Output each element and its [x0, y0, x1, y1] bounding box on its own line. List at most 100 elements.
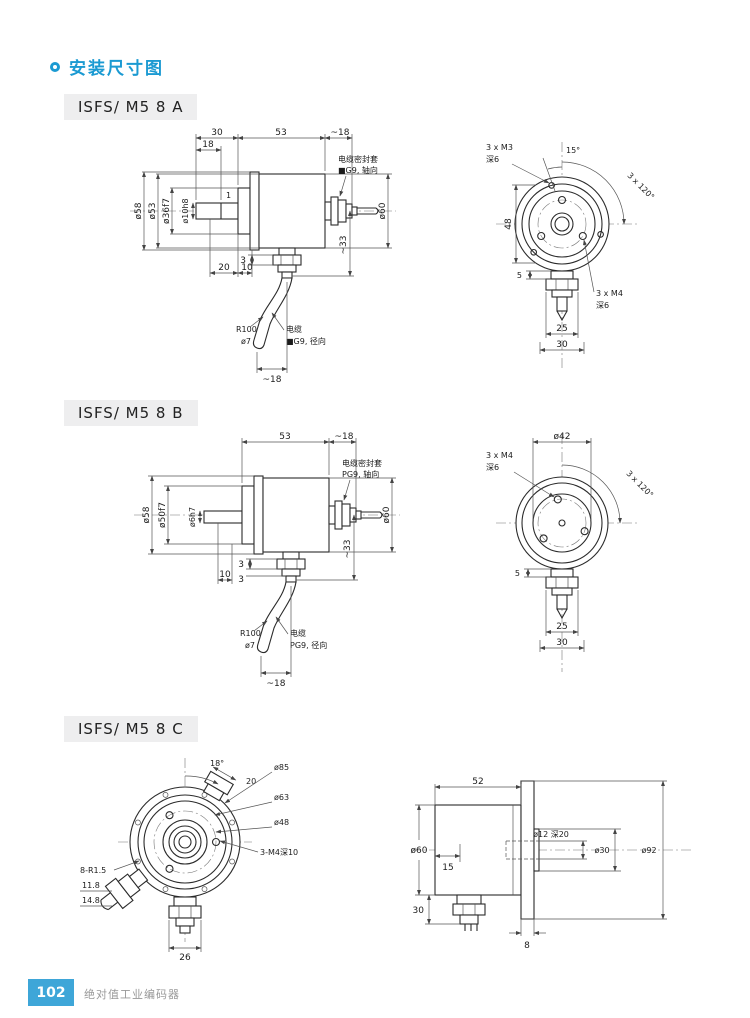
- dim-30: 30: [556, 638, 568, 648]
- dim-25: 25: [556, 324, 567, 334]
- encoder-a-body: [195, 171, 326, 251]
- label-cable-2: ■G9, 径向: [286, 336, 326, 346]
- drawing-a-front: 3 x M3 深6 15° 3 x 120° 48 5 3 x M4 深6 25…: [486, 142, 656, 368]
- dim-shaft: ø6h7: [188, 507, 197, 527]
- label-3x120: 3 x 120°: [625, 171, 656, 202]
- dim-33: ~33: [343, 540, 353, 559]
- dim-dia12-depth20: ø12 深20: [533, 830, 569, 839]
- label-seal-2: ■G9, 轴向: [338, 165, 378, 175]
- dim-26: 26: [179, 953, 191, 963]
- encoder-c-face: [129, 786, 241, 898]
- encoder-c-body: [434, 780, 540, 920]
- label-cable-1: 电缆: [290, 628, 306, 638]
- label-seal-2: PG9, 轴向: [342, 469, 379, 479]
- dim-1: 1: [226, 191, 231, 200]
- dim-shaft: ø10h8: [181, 198, 190, 223]
- label-3x120: 3 x 120°: [624, 469, 655, 500]
- section-a-label: ISFS/ M5 8 A: [64, 94, 198, 120]
- drawing-c-front: 18° 20 ø85 ø63 ø48 3-M4深10 8-R1.5 11.8 1…: [80, 758, 298, 963]
- label-r100: R100: [236, 325, 257, 334]
- dim-dia60: ø60: [382, 506, 392, 523]
- dim-18-bottom: ~18: [263, 375, 282, 385]
- encoder-b-body: [203, 475, 330, 555]
- dim-53: 53: [279, 432, 290, 442]
- dim-18-top: ~18: [335, 432, 354, 442]
- label-dia48: ø48: [274, 818, 289, 827]
- dim-3a: 3: [238, 560, 244, 570]
- dim-dia53: ø53: [148, 203, 158, 220]
- drawing-c-side: 52 ø60 15 30 8 ø12 深20 ø30 ø92: [411, 777, 691, 951]
- dim-11-8: 11.8: [82, 881, 100, 890]
- label-3xm3: 3 x M3: [486, 143, 513, 152]
- dim-18-top: ~18: [331, 128, 350, 138]
- page-number-badge: 102: [28, 979, 74, 1006]
- drawing-b-side: 53 ~18 ø6h7 ø58 ø50f7 ø60 10 3 3 ~33 电缆密…: [134, 432, 400, 689]
- label-seal-1: 电缆密封套: [342, 458, 382, 468]
- top-connector-stub: [202, 766, 237, 802]
- dim-10: 10: [219, 570, 231, 580]
- dim-18-bottom: ~18: [267, 679, 286, 689]
- label-3-m4: 3-M4深10: [260, 848, 298, 857]
- label-cable-2: PG9, 径向: [290, 640, 327, 650]
- dim-dia36: ø36f7: [162, 198, 172, 224]
- label-r100: R100: [240, 629, 261, 638]
- encoder-b-face: [515, 476, 609, 570]
- dim-dia92: ø92: [641, 846, 656, 855]
- bullet-circle-icon: [50, 61, 60, 72]
- dim-30-front: 30: [556, 340, 568, 350]
- dim-5: 5: [515, 569, 520, 578]
- footer-text: 绝对值工业编码器: [84, 988, 180, 1001]
- dim-53: 53: [275, 128, 286, 138]
- drawing-a-side: 30 53 ~18 18 1 ø10h8 ø58 ø53 ø36f7 ø60 2…: [130, 128, 396, 385]
- dim-3b: 3: [238, 575, 244, 585]
- dim-25: 25: [556, 622, 567, 632]
- label-dia7: ø7: [245, 641, 255, 650]
- bottom-connector: [452, 894, 486, 931]
- label-3xm4: 3 x M4: [486, 451, 513, 460]
- dim-30: 30: [211, 128, 223, 138]
- label-depth6: 深6: [486, 463, 499, 472]
- dim-dia60: ø60: [378, 202, 388, 219]
- dim-dia50: ø50f7: [158, 502, 168, 528]
- dim-dia58: ø58: [134, 202, 144, 219]
- label-cable-1: 电缆: [286, 324, 302, 334]
- cable-gland-stub: [100, 868, 149, 911]
- label-18deg: 18°: [210, 759, 224, 768]
- encoder-a-face: [514, 176, 610, 272]
- dim-48: 48: [504, 218, 514, 230]
- dim-18: 18: [202, 140, 214, 150]
- dim-14-8: 14.8: [82, 896, 100, 905]
- dim-dia60: ø60: [411, 846, 428, 856]
- label-depth6b: 深6: [596, 301, 609, 310]
- dim-3: 3: [240, 256, 246, 266]
- bottom-shaft-gland: [545, 568, 579, 620]
- dim-8: 8: [524, 941, 530, 951]
- dim-20: 20: [218, 263, 230, 273]
- label-dia85: ø85: [274, 763, 289, 772]
- dim-52: 52: [472, 777, 483, 787]
- label-seal-1: 电缆密封套: [338, 154, 378, 164]
- page-title-row: 安装尺寸图: [50, 54, 164, 79]
- dim-dia42: ø42: [554, 432, 571, 442]
- axial-cable-gland: [324, 196, 379, 226]
- label-depth6: 深6: [486, 155, 499, 164]
- label-dia63: ø63: [274, 793, 289, 802]
- page-title: 安装尺寸图: [69, 59, 164, 79]
- bottom-shaft-gland: [545, 270, 579, 322]
- dim-10: 10: [241, 263, 253, 273]
- dim-dia30: ø30: [594, 846, 609, 855]
- bottom-gland: [168, 896, 202, 934]
- dim-5: 5: [517, 271, 522, 280]
- label-15deg: 15°: [566, 146, 580, 155]
- label-3xm4: 3 x M4: [596, 289, 623, 298]
- dim-dia58: ø58: [142, 506, 152, 523]
- dim-30: 30: [413, 906, 425, 916]
- dim-33: ~33: [339, 236, 349, 255]
- dim-20: 20: [246, 777, 256, 786]
- label-8-r15: 8-R1.5: [80, 866, 106, 875]
- section-b-label: ISFS/ M5 8 B: [64, 400, 198, 426]
- label-dia7: ø7: [241, 337, 251, 346]
- section-c-label: ISFS/ M5 8 C: [64, 716, 198, 742]
- drawing-b-front: ø42 3 x M4 深6 3 x 120° 5 25 30: [486, 432, 655, 672]
- dim-15: 15: [442, 863, 453, 873]
